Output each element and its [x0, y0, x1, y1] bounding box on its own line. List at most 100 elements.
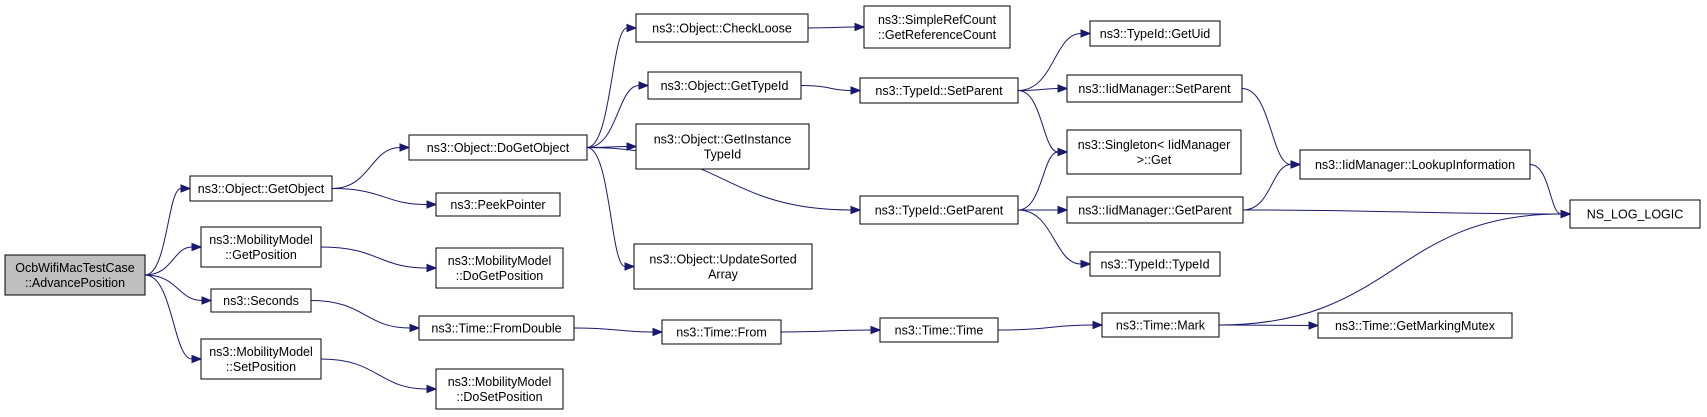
node-label-line: >::Get: [1137, 153, 1172, 167]
arrowhead: [1560, 209, 1572, 219]
edge-iid-getparent-to-iid-lookup: [1242, 164, 1292, 211]
node-label-line: ns3::TypeId::GetParent: [875, 204, 1004, 218]
node-box: [1317, 312, 1513, 339]
arrowhead: [201, 296, 213, 305]
node-iid-getparent[interactable]: ns3::IidManager::GetParent: [1066, 196, 1244, 224]
node-iid-lookup[interactable]: ns3::IidManager::LookupInformation: [1299, 149, 1531, 180]
edge-dogetobject-to-checkloose: [586, 27, 628, 148]
arrowhead: [1080, 29, 1092, 38]
node-box: [647, 71, 802, 100]
arrowhead: [426, 384, 438, 394]
node-peekpointer[interactable]: ns3::PeekPointer: [435, 192, 561, 217]
node-iid-setparent[interactable]: ns3::IidManager::SetParent: [1066, 74, 1243, 103]
node-typeid-getparent[interactable]: ns3::TypeId::GetParent: [859, 195, 1019, 225]
node-box: [200, 226, 322, 268]
arrowhead: [626, 23, 638, 33]
edge-checkloose-to-simplerefcount: [807, 26, 856, 29]
node-typeid-getuid[interactable]: ns3::TypeId::GetUid: [1089, 20, 1221, 47]
arrowhead: [652, 327, 664, 337]
node-box: [189, 175, 333, 202]
node-label-line: ns3::TypeId::SetParent: [875, 84, 1003, 98]
node-dogetobject[interactable]: ns3::Object::DoGetObject: [408, 134, 588, 161]
edge-time-mark-to-ns-log-logic: [1218, 213, 1562, 326]
arrowhead: [854, 22, 866, 32]
edge-gettypeid-to-typeid-setparent: [800, 85, 852, 91]
arrowhead: [1290, 160, 1302, 169]
node-label-line: ns3::Object::CheckLoose: [652, 22, 792, 36]
edge-iid-lookup-to-ns-log-logic: [1529, 164, 1562, 215]
arrowhead: [1057, 205, 1069, 215]
arrowhead: [1092, 320, 1104, 330]
edge-root-to-seconds: [144, 274, 203, 301]
arrowhead: [399, 143, 411, 152]
edge-root-to-mm-getpos: [144, 246, 193, 276]
arrowhead: [409, 323, 421, 333]
node-fromdouble[interactable]: ns3::Time::FromDouble: [418, 315, 575, 341]
node-mm-dogetpos[interactable]: ns3::MobilityModel::DoGetPosition: [435, 247, 564, 289]
node-gettypeid[interactable]: ns3::Object::GetTypeId: [647, 71, 802, 100]
edge-typeid-getparent-to-singleton-get: [1017, 151, 1059, 211]
node-box: [859, 77, 1019, 104]
arrowhead: [426, 263, 438, 273]
edge-iid-getparent-to-ns-log-logic: [1242, 209, 1562, 215]
node-box: [435, 368, 564, 410]
node-time-mark[interactable]: ns3::Time::Mark: [1101, 312, 1220, 338]
node-box: [1066, 196, 1244, 224]
node-box: [635, 13, 809, 43]
edge-dogetobject-to-gettypeid: [586, 85, 640, 148]
edge-typeid-getparent-to-typeid-typeid: [1017, 209, 1082, 265]
arrowhead: [626, 142, 638, 151]
node-box: [418, 315, 575, 341]
arrowhead: [1057, 147, 1069, 157]
node-label-line: ns3::IidManager::SetParent: [1078, 82, 1231, 96]
node-time-from[interactable]: ns3::Time::From: [661, 319, 782, 345]
node-mm-getpos[interactable]: ns3::MobilityModel::GetPosition: [200, 226, 322, 268]
node-simplerefcount[interactable]: ns3::SimpleRefCount::GetReferenceCount: [863, 5, 1011, 49]
node-label-line: ns3::Time::From: [676, 326, 767, 340]
node-label-line: ns3::Object::UpdateSorted: [649, 253, 796, 267]
node-ns-log-logic[interactable]: NS_LOG_LOGIC: [1569, 199, 1701, 229]
node-mm-dosetpos[interactable]: ns3::MobilityModel::DoSetPosition: [435, 368, 564, 410]
node-time-time[interactable]: ns3::Time::Time: [879, 317, 999, 343]
edge-root-to-mm-setpos: [144, 274, 193, 360]
node-label-line: ns3::Time::FromDouble: [431, 322, 561, 336]
node-mm-setpos[interactable]: ns3::MobilityModel::SetPosition: [200, 338, 322, 380]
edge-time-time-to-time-mark: [997, 324, 1094, 331]
arrowhead: [191, 242, 203, 252]
node-box: [1066, 74, 1243, 103]
node-box: [435, 192, 561, 217]
node-seconds[interactable]: ns3::Seconds: [210, 288, 312, 313]
node-label-line: ns3::Time::Time: [895, 324, 984, 338]
node-label-line: ns3::PeekPointer: [450, 198, 545, 212]
edge-dogetobject-to-typeid-getparent: [586, 147, 852, 211]
node-box: [435, 247, 564, 289]
node-box: [200, 338, 322, 380]
node-label-line: ::SetPosition: [226, 360, 296, 374]
node-label-line: ns3::Object::GetTypeId: [661, 79, 789, 93]
node-label-line: Array: [708, 268, 739, 282]
node-root[interactable]: OcbWifiMacTestCase::AdvancePosition: [4, 254, 146, 296]
edge-mm-setpos-to-mm-dosetpos: [320, 358, 428, 390]
node-getobject[interactable]: ns3::Object::GetObject: [189, 175, 333, 202]
arrowhead: [638, 81, 650, 90]
node-box: [859, 195, 1019, 225]
node-box: [1089, 251, 1221, 277]
arrowhead: [870, 325, 882, 335]
node-label-line: OcbWifiMacTestCase: [15, 261, 135, 275]
node-singleton-get[interactable]: ns3::Singleton< IidManager>::Get: [1066, 129, 1242, 175]
node-typeid-typeid[interactable]: ns3::TypeId::TypeId: [1089, 251, 1221, 277]
arrowhead: [1080, 259, 1092, 269]
edge-typeid-setparent-to-iid-setparent: [1017, 88, 1059, 91]
arrowhead: [624, 262, 636, 271]
node-typeid-setparent[interactable]: ns3::TypeId::SetParent: [859, 77, 1019, 104]
arrowhead: [1308, 321, 1320, 330]
node-getmarkingmutex[interactable]: ns3::Time::GetMarkingMutex: [1317, 312, 1513, 339]
node-box: [633, 243, 813, 290]
node-box: [1569, 199, 1701, 229]
node-checkloose[interactable]: ns3::Object::CheckLoose: [635, 13, 809, 43]
node-box: [1066, 129, 1242, 175]
node-label-line: ::GetPosition: [225, 248, 297, 262]
arrowhead: [850, 205, 862, 215]
